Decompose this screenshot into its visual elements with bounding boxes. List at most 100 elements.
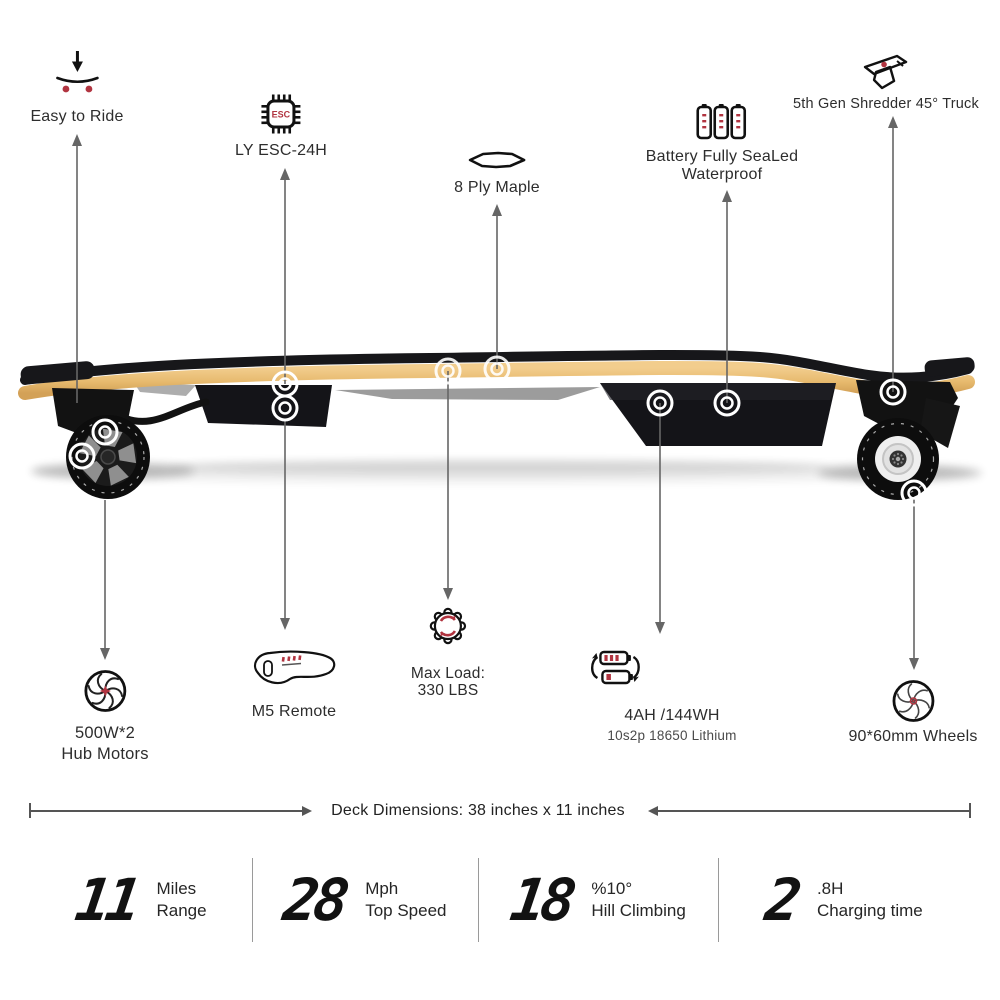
callout-sublabel: 10s2p 18650 Lithium [607, 728, 737, 743]
stat-value: 2 [761, 866, 801, 934]
arrowhead-down-icon [100, 648, 110, 660]
deck-top [20, 350, 973, 385]
stat-charging-time: 2 .8H Charging time [717, 858, 970, 942]
callout-label: LY ESC-24H [234, 142, 328, 159]
arrowhead-up-icon [722, 190, 732, 202]
esc-chip-icon: ESC [261, 94, 301, 134]
callout-label-line1: 500W*2 [75, 724, 135, 742]
callout-battery-sealed: Battery Fully SeaLed Waterproof [646, 101, 799, 184]
connector-lines [76, 126, 915, 660]
wheel-icon [892, 680, 934, 722]
battery-swap-icon [590, 650, 640, 685]
rear-wheel [857, 418, 939, 500]
stat-label: .8H Charging time [817, 878, 923, 922]
deck-tail-cap [924, 357, 975, 377]
chip-text: ESC [272, 110, 291, 120]
arrow-left-icon [648, 805, 658, 816]
stat-hill-climbing: 18 %10° Hill Climbing [477, 858, 718, 942]
deck-cross-section-icon [468, 151, 526, 169]
stat-unit: %10° [591, 879, 633, 898]
callout-remote: M5 Remote [249, 646, 339, 720]
stat-name: Hill Climbing [591, 901, 686, 920]
dimension-tick-right [969, 803, 971, 818]
stat-unit: .8H [816, 879, 844, 898]
callout-label-line2: Waterproof [681, 166, 763, 183]
arrowhead-up-icon [72, 134, 82, 146]
stat-name: Top Speed [365, 901, 447, 920]
target-marker [434, 357, 462, 385]
callout-max-load: Max Load: 330 LBS [411, 604, 485, 699]
target-marker [91, 418, 119, 446]
callout-label-line2: Hub Motors [61, 745, 149, 763]
callout-label: Easy to Ride [30, 108, 124, 125]
stat-top-speed: 28 Mph Top Speed [252, 858, 477, 942]
target-marker [713, 389, 741, 417]
arrowhead-down-icon [909, 658, 919, 670]
deck-nose-cap [20, 361, 95, 385]
dimension-tick-left [29, 803, 31, 818]
callout-truck: 5th Gen Shredder 45° Truck [793, 52, 979, 113]
stat-value: 11 [70, 866, 141, 934]
arrowhead-down-icon [443, 588, 453, 600]
callout-label: Max Load: 330 LBS [411, 665, 485, 699]
callout-label: 4AH /144WH [624, 707, 720, 724]
target-markers [68, 355, 928, 507]
deck-underside-shadow [335, 387, 600, 400]
callout-esc: ESC LY ESC-24H [235, 93, 327, 159]
arrow-right-icon [302, 805, 312, 816]
stat-range: 11 Miles Range [30, 858, 252, 942]
target-marker [271, 394, 299, 422]
stat-label: %10° Hill Climbing [591, 878, 685, 922]
dimension-line-right [658, 810, 970, 812]
load-badge-icon [429, 607, 467, 645]
target-marker [68, 442, 96, 470]
skate-truck-icon [863, 54, 908, 90]
callout-battery-capacity: 4AH /144WH 10s2p 18650 Lithium [590, 644, 737, 744]
target-marker [879, 378, 907, 406]
ground-shadow [30, 460, 982, 483]
hub-motor-icon [84, 670, 126, 712]
arrowhead-up-icon [888, 116, 898, 128]
target-marker [483, 355, 511, 383]
callout-label-line2: 330 LBS [417, 682, 479, 699]
arrowhead-down-icon [280, 618, 290, 630]
stat-unit: Miles [156, 879, 197, 898]
stat-unit: Mph [365, 879, 399, 898]
callout-label: 5th Gen Shredder 45° Truck [793, 96, 979, 112]
callout-label: 8 Ply Maple [454, 179, 540, 196]
callout-label: 500W*2 Hub Motors [61, 723, 148, 765]
stat-label: Miles Range [157, 878, 207, 922]
target-marker [646, 389, 674, 417]
callout-hub-motors: 500W*2 Hub Motors [61, 668, 148, 765]
arrowhead-up-icon [280, 168, 290, 180]
front-wheel [66, 415, 150, 499]
callout-maple: 8 Ply Maple [454, 149, 540, 196]
callout-label: Battery Fully SeaLed Waterproof [646, 148, 799, 184]
callout-label-line1: Battery Fully SeaLed [645, 148, 799, 165]
front-truck-arm [116, 398, 210, 425]
stat-name: Range [156, 901, 207, 920]
battery-enclosure-highlight [600, 383, 836, 400]
stat-value: 28 [279, 866, 349, 934]
deck-dimensions-row: Deck Dimensions: 38 inches x 11 inches [0, 792, 1000, 832]
spec-stats-row: 11 Miles Range 28 Mph Top Speed 18 %10° … [30, 858, 970, 942]
dimension-line-left [30, 810, 302, 812]
callout-label: M5 Remote [251, 703, 337, 720]
stat-name: Charging time [816, 901, 923, 920]
connector-arrowheads [72, 116, 919, 670]
deck-dimensions-label: Deck Dimensions: 38 inches x 11 inches [331, 802, 625, 819]
stat-label: Mph Top Speed [365, 878, 446, 922]
triple-battery-icon [696, 104, 747, 140]
stat-value: 18 [505, 866, 576, 934]
arrowhead-down-icon [655, 622, 665, 634]
callout-label-line1: Max Load: [410, 665, 486, 682]
callout-label: 90*60mm Wheels [848, 728, 978, 745]
arrowhead-up-icon [492, 204, 502, 216]
remote-controller-icon [253, 650, 336, 685]
callout-easy-to-ride: Easy to Ride [30, 48, 123, 125]
esc-enclosure [195, 385, 332, 427]
board-with-down-arrow-icon [55, 51, 99, 93]
target-marker [900, 479, 928, 507]
